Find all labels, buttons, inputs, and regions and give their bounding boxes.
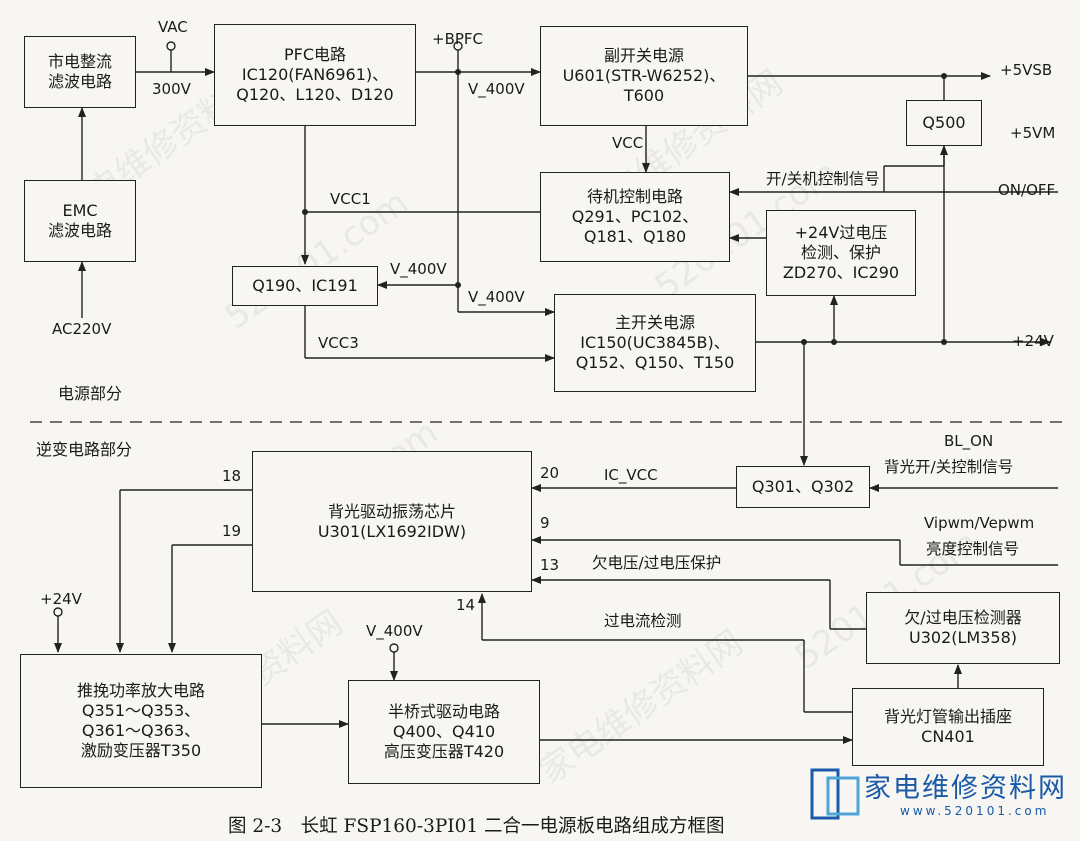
vac-label: VAC <box>158 18 188 36</box>
block-text: 检测、保护 <box>800 243 881 262</box>
block-text: Q120、L120、D120 <box>236 85 394 104</box>
v400-label: V_400V <box>390 260 447 278</box>
block-text: Q301、Q302 <box>751 477 855 496</box>
q301-q302-block: Q301、Q302 <box>736 466 870 508</box>
pin-number: 13 <box>540 556 560 574</box>
block-text: 背光灯管输出插座 <box>883 707 1012 726</box>
block-text: 激励变压器T350 <box>80 741 202 760</box>
block-text: U301(LX1692IDW) <box>317 521 467 541</box>
block-text: T600 <box>623 86 665 105</box>
half-bridge-driver-block: 半桥式驱动电路 Q400、Q410 高压变压器T420 <box>348 680 540 784</box>
logo-text: 家电维修资料网 <box>864 773 1067 804</box>
24v-label: +24V <box>40 590 82 608</box>
5vsb-label: +5VSB <box>1000 61 1053 79</box>
block-text: 半桥式驱动电路 <box>387 702 500 721</box>
block-text: 待机控制电路 <box>586 187 683 206</box>
mains-rectifier-filter-block: 市电整流 滤波电路 <box>24 36 136 108</box>
block-text: Q351～Q353、 <box>81 701 201 720</box>
block-text: 高压变压器T420 <box>383 742 505 761</box>
ac220v-label: AC220V <box>52 320 112 338</box>
block-text: 滤波电路 <box>47 72 112 91</box>
v400-label: V_400V <box>468 80 525 98</box>
vipwm-label: Vipwm/Vepwm <box>924 514 1035 532</box>
bpfc-label: +BPFC <box>432 30 484 48</box>
block-text: PFC电路 <box>283 45 347 64</box>
block-text: IC120(FAN6961)、 <box>241 65 389 84</box>
vcc3-label: VCC3 <box>318 334 359 352</box>
block-text: +24V过电压 <box>794 223 888 242</box>
v400-label: V_400V <box>366 622 423 640</box>
overcurrent-detect-label: 过电流检测 <box>604 612 682 630</box>
q500-block: Q500 <box>906 100 982 146</box>
logo-url: www.520101.com <box>900 804 1050 818</box>
ovp-24v-block: +24V过电压 检测、保护 ZD270、IC290 <box>766 210 916 296</box>
brightness-signal-label: 亮度控制信号 <box>926 540 1020 558</box>
pfc-circuit-block: PFC电路 IC120(FAN6961)、 Q120、L120、D120 <box>214 24 416 126</box>
pin-number: 20 <box>540 464 560 482</box>
uv-ov-detector-block: 欠/过电压检测器 U302(LM358) <box>866 592 1060 664</box>
block-text: Q291、PC102、 <box>571 207 699 226</box>
block-text: Q500 <box>922 113 966 132</box>
block-text: CN401 <box>921 727 975 746</box>
onoff-label: ON/OFF <box>998 181 1056 199</box>
uv-ov-protection-label: 欠电压/过电压保护 <box>592 554 722 572</box>
standby-control-block: 待机控制电路 Q291、PC102、 Q181、Q180 <box>540 172 730 262</box>
block-text: Q400、Q410 <box>392 722 496 741</box>
power-section-label: 电源部分 <box>58 384 123 403</box>
block-text: 副开关电源 <box>603 46 684 65</box>
aux-switching-psu-block: 副开关电源 U601(STR-W6252)、 T600 <box>540 26 748 126</box>
vcc1-label: VCC1 <box>330 190 371 208</box>
logo-icon <box>810 768 860 820</box>
emc-filter-block: EMC 滤波电路 <box>24 180 136 262</box>
onoff-signal-label: 开/关机控制信号 <box>766 170 880 188</box>
block-text: 市电整流 <box>47 52 112 71</box>
24v-label: +24V <box>1012 332 1054 350</box>
backlight-output-socket-block: 背光灯管输出插座 CN401 <box>852 688 1044 766</box>
backlight-oscillator-ic-block: 背光驱动振荡芯片 U301(LX1692IDW) <box>252 451 532 592</box>
q190-ic191-block: Q190、IC191 <box>232 266 378 306</box>
300v-label: 300V <box>152 80 191 98</box>
bl-on-label: BL_ON <box>944 432 994 450</box>
5vm-label: +5VM <box>1010 124 1056 142</box>
inverter-section-label: 逆变电路部分 <box>36 440 133 459</box>
figure-caption: 图 2-3 长虹 FSP160-3PI01 二合一电源板电路组成方框图 <box>228 816 725 837</box>
backlight-switch-signal-label: 背光开/关控制信号 <box>884 458 1014 476</box>
pin-number: 9 <box>540 514 550 532</box>
v400-label: V_400V <box>468 288 525 306</box>
block-text: 欠/过电压检测器 <box>904 608 1022 627</box>
block-text: 滤波电路 <box>47 221 112 240</box>
block-text: ZD270、IC290 <box>782 263 900 282</box>
pin-number: 18 <box>222 467 242 485</box>
pin-number: 19 <box>222 522 242 540</box>
block-text: U601(STR-W6252)、 <box>562 66 726 85</box>
block-text: U302(LM358) <box>909 628 1017 647</box>
block-text: Q361～Q363、 <box>81 721 201 740</box>
pin-number: 14 <box>456 596 476 614</box>
block-text: 主开关电源 <box>614 313 695 332</box>
block-text: Q181、Q180 <box>583 227 687 246</box>
block-text: 推挽功率放大电路 <box>76 681 205 700</box>
ic-vcc-label: IC_VCC <box>604 466 658 484</box>
block-text: EMC <box>62 201 98 220</box>
site-logo: 家电维修资料网 www.520101.com <box>806 764 1076 826</box>
block-text: 背光驱动振荡芯片 <box>327 501 456 521</box>
block-text: IC150(UC3845B)、 <box>580 333 730 352</box>
vcc-label: VCC <box>612 134 644 152</box>
block-text: Q152、Q150、T150 <box>575 353 735 372</box>
main-switching-psu-block: 主开关电源 IC150(UC3845B)、 Q152、Q150、T150 <box>554 294 756 392</box>
block-text: Q190、IC191 <box>252 276 358 295</box>
push-pull-amplifier-block: 推挽功率放大电路 Q351～Q353、 Q361～Q363、 激励变压器T350 <box>20 654 262 788</box>
